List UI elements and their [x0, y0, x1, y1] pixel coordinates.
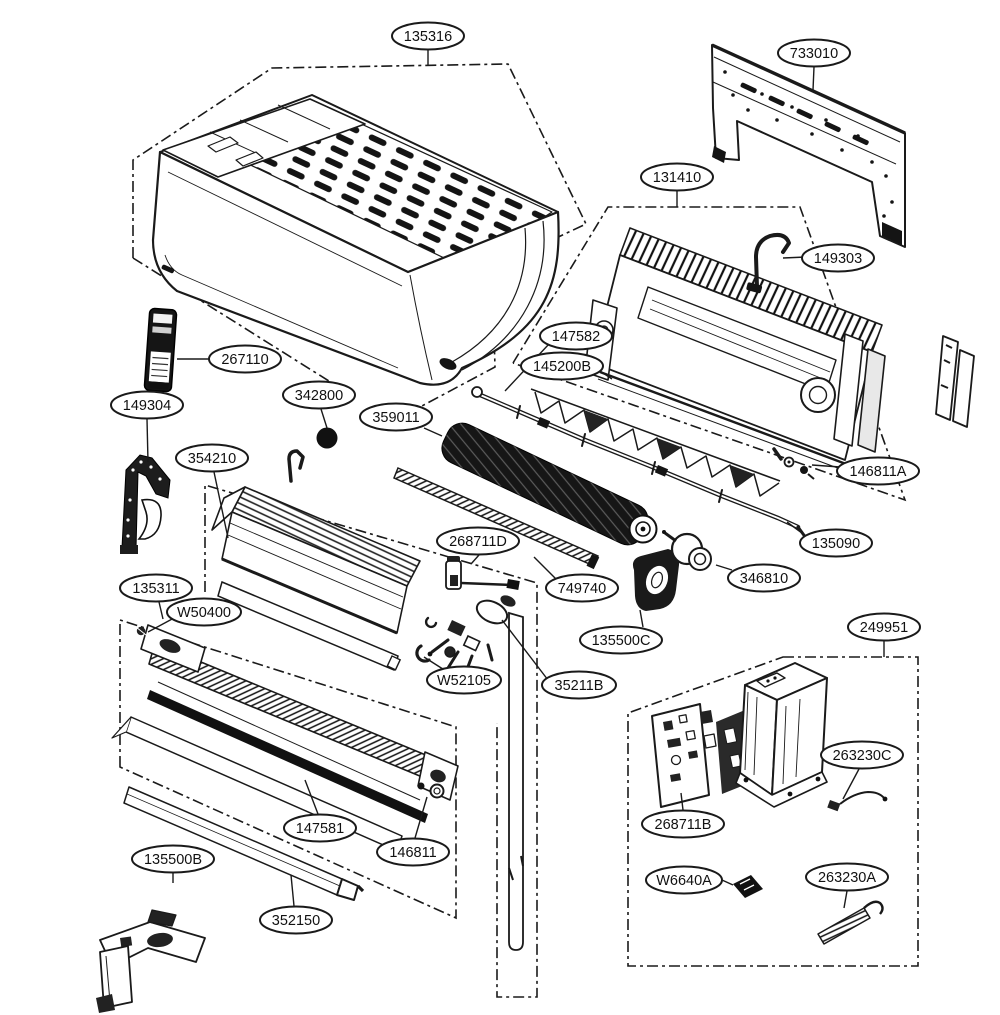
svg-text:35211B: 35211B	[555, 678, 604, 694]
svg-text:249951: 249951	[860, 620, 908, 636]
svg-text:263230C: 263230C	[833, 748, 892, 764]
callout-267110: 267110	[208, 344, 282, 374]
wire-263230A	[817, 900, 884, 945]
svg-text:146811A: 146811A	[850, 464, 907, 480]
front-frame-assembly-part	[530, 227, 975, 497]
connector-W6640A	[733, 875, 763, 898]
evaporator-clip	[287, 449, 305, 483]
cabinet-body	[151, 150, 560, 386]
svg-text:135090: 135090	[812, 536, 860, 552]
clip-W52105	[415, 644, 431, 663]
svg-text:352150: 352150	[272, 913, 320, 929]
part-number-callouts: 135316 733010 131410 149303 147582 14520…	[110, 21, 921, 935]
control-box-group	[651, 662, 888, 945]
callout-149303: 149303	[801, 243, 875, 273]
callout-35211B: 35211B	[541, 670, 617, 700]
svg-text:749740: 749740	[558, 581, 606, 597]
callout-268711D: 268711D	[436, 526, 520, 556]
svg-text:263230A: 263230A	[818, 870, 876, 886]
wire-263230C	[827, 791, 888, 812]
svg-text:268711D: 268711D	[449, 534, 507, 550]
svg-text:147582: 147582	[552, 329, 600, 345]
svg-text:268711B: 268711B	[655, 817, 712, 833]
svg-text:149303: 149303	[814, 251, 862, 267]
black-slat-147581	[147, 690, 428, 823]
svg-text:149304: 149304	[123, 398, 171, 414]
callout-135500C: 135500C	[579, 625, 663, 655]
boundary-controlbox-249951	[627, 656, 919, 967]
svg-text:W50400: W50400	[177, 605, 231, 621]
svg-text:267110: 267110	[221, 352, 268, 368]
boundary-cabinet-135316-bottom	[132, 257, 349, 394]
callout-749740: 749740	[545, 573, 619, 603]
svg-text:354210: 354210	[188, 451, 236, 467]
callout-359011: 359011	[359, 402, 433, 432]
svg-text:733010: 733010	[790, 46, 838, 62]
motor-group	[632, 530, 712, 611]
callout-249951: 249951	[847, 612, 921, 642]
bushing-342800	[316, 427, 338, 449]
callout-346810: 346810	[727, 563, 801, 593]
svg-text:135500C: 135500C	[592, 633, 651, 649]
callout-W6640A: W6640A	[645, 865, 723, 895]
svg-text:146811: 146811	[389, 845, 436, 861]
callout-W52105: W52105	[426, 665, 502, 695]
callout-263230C: 263230C	[820, 740, 904, 770]
svg-text:135316: 135316	[404, 29, 452, 45]
callout-145200B: 145200B	[520, 351, 604, 381]
callout-leader-lines	[146, 50, 885, 909]
installation-plate-part	[711, 43, 906, 248]
callout-135090: 135090	[799, 528, 873, 558]
plate-holes	[723, 70, 894, 218]
svg-text:346810: 346810	[740, 571, 788, 587]
boundary-grille-135311	[119, 618, 457, 920]
callout-733010: 733010	[777, 38, 851, 68]
svg-text:131410: 131410	[653, 170, 701, 186]
callout-146811: 146811	[376, 837, 450, 867]
callout-149304: 149304	[110, 390, 184, 420]
remote-control-part	[143, 307, 178, 393]
callout-131410: 131410	[640, 162, 714, 192]
callout-146811A: 146811A	[836, 456, 920, 486]
pipe-holder-assembly-part	[415, 595, 524, 951]
svg-text:W52105: W52105	[437, 673, 491, 689]
cabinet-compartment	[162, 98, 366, 178]
pipe-assembly-135090	[471, 386, 808, 540]
svg-text:135311: 135311	[132, 581, 179, 597]
callout-354210: 354210	[175, 443, 249, 473]
evaporator-part	[211, 449, 421, 635]
callout-352150: 352150	[259, 905, 333, 935]
pipe-strip-749740	[393, 467, 600, 570]
boundary-frame-131410	[512, 206, 907, 502]
cross-flow-fan-part	[441, 422, 658, 546]
svg-text:147581: 147581	[296, 821, 344, 837]
lower-slat-part	[217, 580, 402, 672]
callout-135500B: 135500B	[131, 844, 215, 874]
callout-268711B: 268711B	[641, 809, 725, 839]
callout-147581: 147581	[283, 813, 357, 843]
vane-zigzag	[530, 388, 781, 482]
callout-342800: 342800	[282, 380, 356, 410]
svg-text:342800: 342800	[295, 388, 343, 404]
callout-263230A: 263230A	[805, 862, 889, 892]
screws-146811A	[772, 447, 815, 480]
bracket-149304-part	[120, 454, 171, 554]
thermistor-268711D-part	[445, 556, 520, 590]
callout-135311: 135311	[119, 573, 193, 603]
boundary-evaporator-pipe	[204, 483, 538, 998]
wire-hook-149303	[754, 232, 791, 289]
svg-text:W6640A: W6640A	[656, 873, 712, 889]
callout-W50400: W50400	[166, 597, 242, 627]
vertical-drain-pipe	[508, 611, 524, 951]
svg-text:359011: 359011	[372, 410, 419, 426]
bracket-135500B-part	[96, 909, 206, 1013]
svg-text:135500B: 135500B	[144, 852, 202, 868]
callout-147582: 147582	[539, 321, 613, 351]
callout-135316: 135316	[391, 21, 465, 51]
svg-text:145200B: 145200B	[533, 359, 591, 375]
grommet-146811	[429, 783, 445, 799]
cabinet-chassis-part	[151, 94, 560, 386]
